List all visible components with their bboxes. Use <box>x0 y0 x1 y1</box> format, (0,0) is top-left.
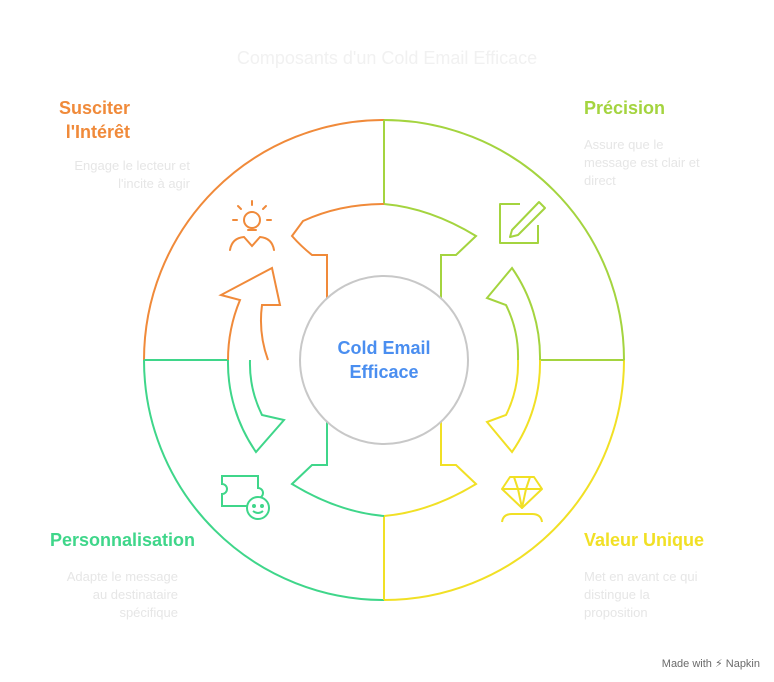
interest-desc-line2: l'incite à agir <box>118 176 190 191</box>
arrow-precision-b <box>485 266 542 361</box>
outer-arc-unique <box>383 359 625 601</box>
unique-desc-line3: proposition <box>584 605 648 620</box>
center-line2: Efficace <box>349 362 419 382</box>
interest-desc-line1: Engage le lecteur et <box>74 158 190 173</box>
personalization-desc-line3: spécifique <box>119 605 178 620</box>
personalization-desc-line2: au destinataire <box>92 587 178 602</box>
precision-description: Assure que le message est clair et direc… <box>584 136 700 190</box>
personalization-description: Adapte le message au destinataire spécif… <box>0 568 178 622</box>
unique-desc-line1: Met en avant ce qui <box>584 569 698 584</box>
arrow-personalization-b <box>226 359 286 454</box>
interest-heading: Susciter l'Intérêt <box>0 96 130 144</box>
outer-arc-personalization <box>143 359 385 601</box>
napkin-watermark: Made with ⚡ Napkin <box>661 658 760 670</box>
precision-desc-line1: Assure que le <box>584 137 664 152</box>
outer-arc-precision <box>383 119 625 361</box>
arrow-interest-b <box>290 203 385 303</box>
interest-heading-line1: Susciter <box>58 98 130 118</box>
precision-desc-line2: message est clair et <box>584 155 700 170</box>
center-line1: Cold Email <box>337 338 431 358</box>
arrow-interest <box>218 266 282 361</box>
precision-desc-line3: direct <box>584 173 616 188</box>
unique-description: Met en avant ce qui distingue la proposi… <box>584 568 697 622</box>
diagram-title: Composants d'un Cold Email Efficace <box>236 48 538 68</box>
center-label: Cold Email Efficace <box>300 336 468 384</box>
unique-desc-line2: distingue la <box>584 587 650 602</box>
precision-heading: Précision <box>584 98 666 118</box>
personalization-heading: Personnalisation <box>50 530 196 550</box>
puzzle-face-icon <box>221 475 270 520</box>
arrow-unique <box>485 359 542 454</box>
edit-pencil-icon <box>499 201 546 244</box>
interest-description: Engage le lecteur et l'incite à agir <box>0 157 190 193</box>
interest-heading-line2: l'Intérêt <box>65 122 130 142</box>
arrow-personalization <box>290 417 385 517</box>
arrow-unique-b <box>383 417 478 517</box>
outer-arc-interest <box>143 119 385 361</box>
personalization-desc-line1: Adapte le message <box>66 569 178 584</box>
center-circle <box>299 275 469 445</box>
diamond-person-icon <box>501 476 543 523</box>
arrow-precision <box>383 203 478 303</box>
unique-heading: Valeur Unique <box>584 530 705 550</box>
lightbulb-person-icon <box>229 200 275 251</box>
